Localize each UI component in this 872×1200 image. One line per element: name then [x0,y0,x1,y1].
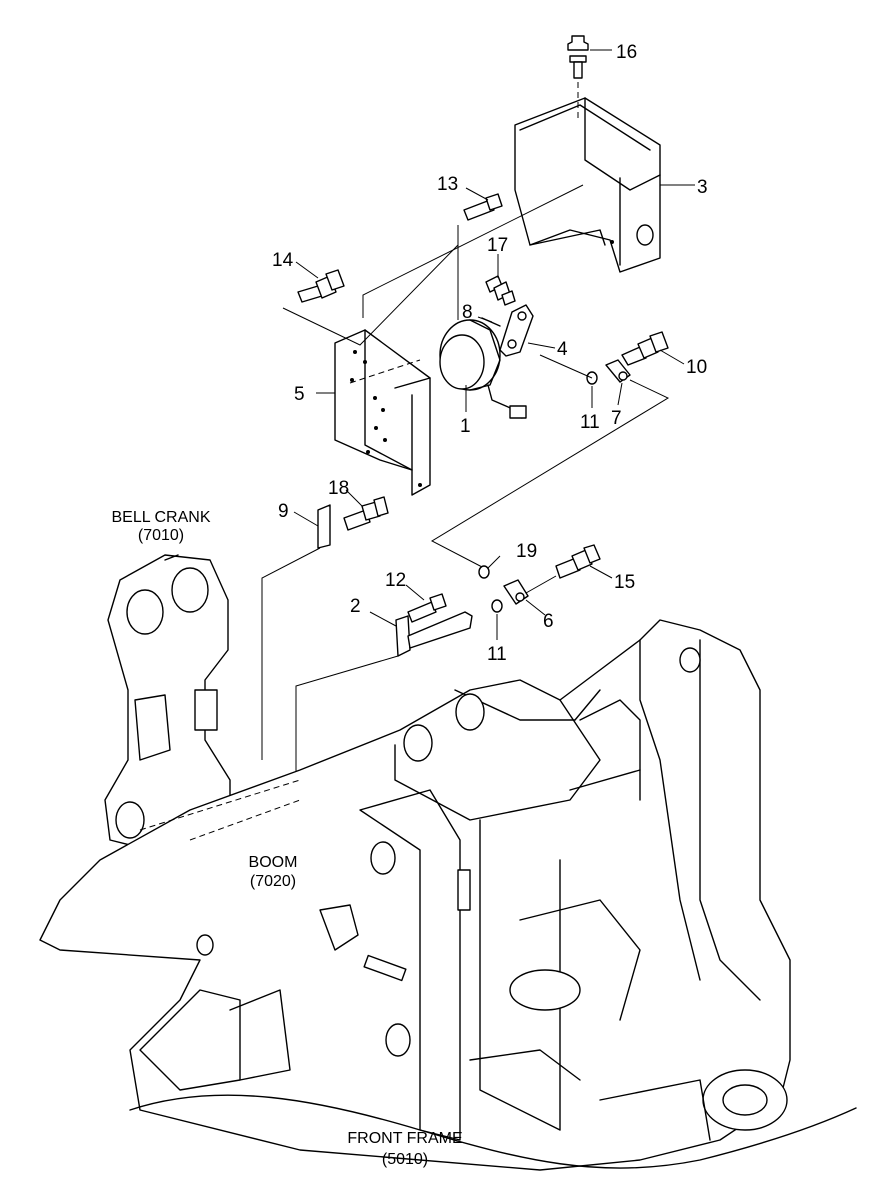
front-frame-structure [39,619,791,1171]
bracket-part-9 [317,504,331,549]
washer-part-11-lower [491,599,503,613]
bolt-part-17 [485,275,516,306]
callout-1: 1 [460,416,471,437]
component-labels: BELL CRANK (7010) BOOM (7020) FRONT FRAM… [112,509,463,1168]
callout-3: 3 [697,177,708,198]
bolt-part-18 [343,496,389,531]
sensor-part-1 [439,319,527,419]
callout-16: 16 [616,42,637,63]
front-frame-code: (5010) [382,1151,428,1168]
joint-part-6 [503,579,529,605]
washer-part-19 [478,565,490,579]
boom-code: (7020) [250,873,296,890]
boom-label: BOOM [249,854,298,871]
callout-2: 2 [350,596,361,617]
callout-8: 8 [462,302,473,323]
bolt-part-14 [297,269,345,303]
callout-7: 7 [611,408,622,429]
rod-part-2 [395,611,473,657]
spacer-part-7 [605,359,631,383]
bolt-part-12 [407,593,447,623]
callout-15: 15 [614,572,635,593]
bell-crank-code: (7010) [138,527,184,544]
callout-6: 6 [543,611,554,632]
bell-crank-label: BELL CRANK [112,509,211,526]
bolt-part-10 [621,331,669,366]
frame-cut-line [129,1094,857,1169]
cover-part-3 [514,97,661,273]
bracket-part-5 [334,329,431,496]
callout-17: 17 [487,235,508,256]
bolt-part-16 [567,35,589,118]
plate-part-4 [499,304,534,357]
bell-crank-structure [104,554,231,851]
callout-11-upper: 11 [580,412,600,433]
callout-9: 9 [278,501,289,522]
callout-14: 14 [272,250,294,271]
bolt-part-13 [457,193,503,320]
callout-5: 5 [294,384,305,405]
callout-18: 18 [328,478,349,499]
callout-leaders [293,49,695,640]
callout-12: 12 [385,570,406,591]
callout-labels: 16 3 13 14 17 8 4 5 1 11 7 10 18 9 19 15… [272,42,708,665]
front-frame-label: FRONT FRAME [347,1130,462,1147]
bolt-part-15 [555,544,601,579]
callout-11-lower: 11 [487,644,507,665]
callout-13: 13 [437,174,458,195]
callout-4: 4 [557,339,568,360]
callout-19: 19 [516,541,537,562]
callout-10: 10 [686,357,707,378]
